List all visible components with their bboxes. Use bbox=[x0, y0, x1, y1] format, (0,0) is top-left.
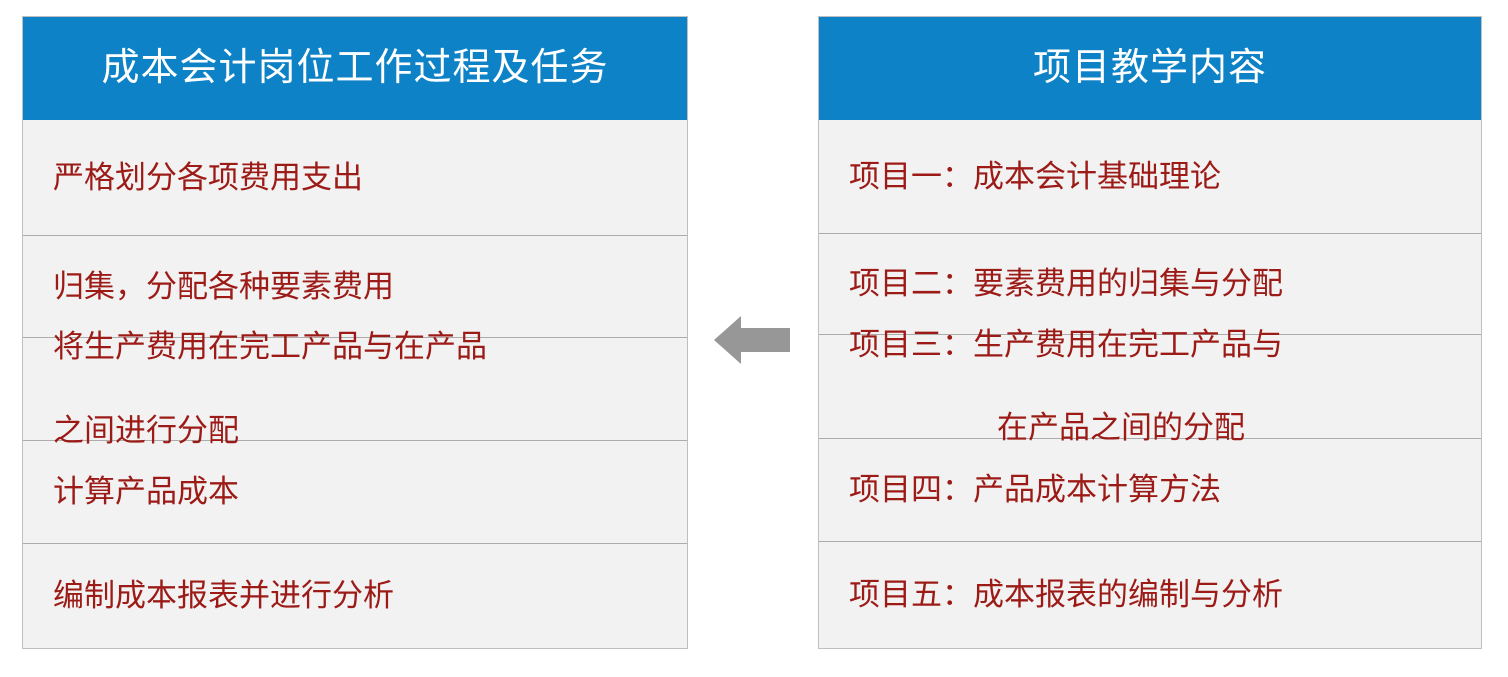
left-row-3-text: 将生产费用在完工产品与在产品 之间进行分配 bbox=[53, 284, 487, 493]
right-row-3-line-2: 在产品之间的分配 bbox=[997, 410, 1245, 446]
left-row-2: 归集，分配各种要素费用 bbox=[23, 235, 687, 337]
arrow-left-icon bbox=[714, 316, 790, 364]
left-panel-header: 成本会计岗位工作过程及任务 bbox=[23, 17, 687, 120]
right-panel-rows: 项目一：成本会计基础理论 项目二：要素费用的归集与分配 项目三：生产费用在完工产… bbox=[819, 120, 1481, 648]
right-row-3-line-1: 项目三：生产费用在完工产品与 bbox=[849, 326, 1283, 362]
right-row-5: 项目五：成本报表的编制与分析 bbox=[819, 541, 1481, 648]
left-row-5: 编制成本报表并进行分析 bbox=[23, 543, 687, 648]
right-row-1: 项目一：成本会计基础理论 bbox=[819, 120, 1481, 233]
right-row-4: 项目四：产品成本计算方法 bbox=[819, 438, 1481, 541]
left-panel-work-process: 成本会计岗位工作过程及任务 严格划分各项费用支出 归集，分配各种要素费用 将生产… bbox=[22, 16, 688, 649]
left-row-2-text: 归集，分配各种要素费用 bbox=[53, 268, 394, 304]
left-row-3: 将生产费用在完工产品与在产品 之间进行分配 bbox=[23, 329, 687, 448]
right-row-1-text: 项目一：成本会计基础理论 bbox=[849, 158, 1221, 194]
right-row-4-text: 项目四：产品成本计算方法 bbox=[849, 472, 1221, 508]
right-row-2-text: 项目二：要素费用的归集与分配 bbox=[849, 266, 1283, 302]
left-row-4-text: 计算产品成本 bbox=[53, 474, 239, 510]
right-panel-header: 项目教学内容 bbox=[819, 17, 1481, 120]
left-row-4: 计算产品成本 bbox=[23, 440, 687, 543]
right-panel-teaching-content: 项目教学内容 项目一：成本会计基础理论 项目二：要素费用的归集与分配 项目三：生… bbox=[818, 16, 1482, 649]
left-row-3-line-1: 将生产费用在完工产品与在产品 bbox=[53, 329, 487, 365]
left-row-5-text: 编制成本报表并进行分析 bbox=[53, 578, 394, 614]
right-row-5-text: 项目五：成本报表的编制与分析 bbox=[849, 577, 1283, 613]
right-row-3: 项目三：生产费用在完工产品与 在产品之间的分配 bbox=[819, 327, 1481, 445]
right-row-3-text: 项目三：生产费用在完工产品与 在产品之间的分配 bbox=[849, 282, 1283, 491]
left-panel-rows: 严格划分各项费用支出 归集，分配各种要素费用 将生产费用在完工产品与在产品 之间… bbox=[23, 120, 687, 648]
left-row-1: 严格划分各项费用支出 bbox=[23, 120, 687, 235]
right-row-2: 项目二：要素费用的归集与分配 bbox=[819, 233, 1481, 334]
left-row-3-line-2: 之间进行分配 bbox=[53, 412, 239, 448]
left-row-1-text: 严格划分各项费用支出 bbox=[53, 159, 363, 195]
